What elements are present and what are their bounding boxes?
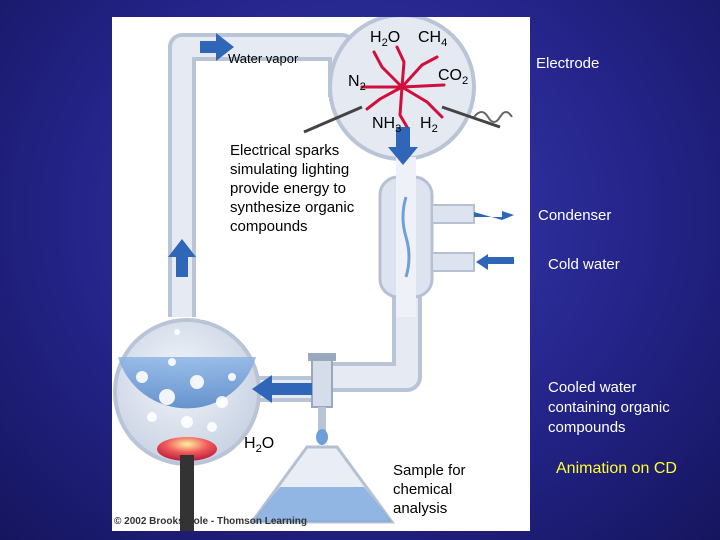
return-tube xyxy=(327,297,422,392)
condenser-label: Condenser xyxy=(538,207,612,224)
water-vapor-label: Water vapor xyxy=(228,51,299,66)
animation-link[interactable]: Animation on CD xyxy=(556,460,677,477)
flame xyxy=(157,437,217,461)
copyright: © 2002 Brooks/Cole - Thomson Learning xyxy=(114,516,307,527)
bubbles xyxy=(136,314,236,432)
diagram-panel: Water vapor H2O CH4 N2 CO2 NH3 H2 Electr… xyxy=(112,17,530,531)
n2-label: N2 xyxy=(348,73,366,94)
electrode-label: Electrode xyxy=(536,55,600,72)
sparks-description: Electrical sparks simulating lighting pr… xyxy=(230,142,355,235)
electrical-sparks xyxy=(360,45,446,129)
burner xyxy=(180,455,194,531)
h2o-label: H2O xyxy=(370,29,401,50)
co2-label: CO2 xyxy=(438,67,469,88)
h2o-bottom-label: H2O xyxy=(244,435,275,456)
sample-description: Sample for chemical analysis xyxy=(393,462,466,517)
flow-arrows xyxy=(168,33,514,403)
cold-water-label: Cold water xyxy=(548,256,620,273)
nh3-label: NH3 xyxy=(372,115,402,136)
ch4-label: CH4 xyxy=(418,29,448,50)
miller-urey-apparatus xyxy=(113,17,514,531)
cooled-water-label: Cooled water containing organic compound… xyxy=(548,379,670,436)
h2-label: H2 xyxy=(420,115,438,136)
